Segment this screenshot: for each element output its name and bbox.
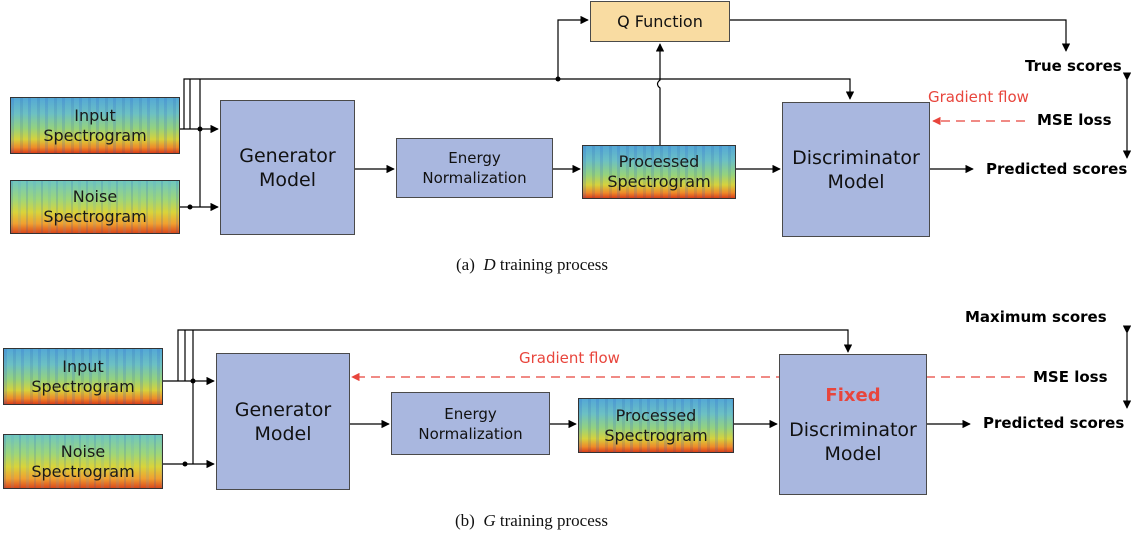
mse-loss-label-b: MSE loss [1033, 368, 1108, 386]
panel-b-junctions [182, 378, 196, 467]
maximum-scores-label: Maximum scores [965, 308, 1107, 326]
predicted-scores-label-b: Predicted scores [983, 414, 1125, 432]
panel-a-connectors [180, 15, 1132, 212]
caption-a: (a) D training process [456, 255, 609, 274]
panel-b-connectors [163, 325, 1132, 469]
gradient-flow-label-a: Gradient flow [928, 88, 1029, 106]
true-scores-label: True scores [1025, 57, 1122, 75]
gradient-flow-label-b: Gradient flow [519, 349, 620, 367]
caption-b: (b) G training process [455, 511, 608, 530]
q-function-box: Q Function [590, 1, 730, 42]
panel-a-junctions [187, 76, 561, 210]
fixed-label: Fixed [825, 384, 881, 406]
predicted-scores-label-a: Predicted scores [986, 160, 1128, 178]
mse-loss-label-a: MSE loss [1037, 111, 1112, 129]
